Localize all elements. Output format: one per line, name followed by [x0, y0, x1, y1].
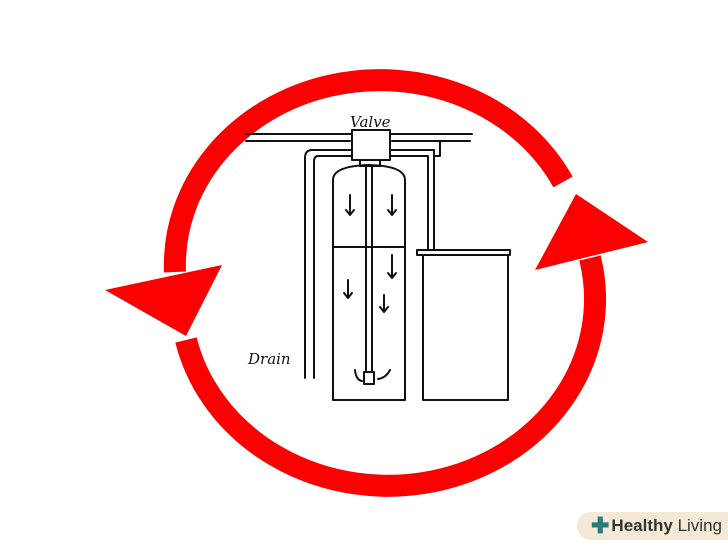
valve-label: Valve [350, 113, 391, 131]
drain-label: Drain [247, 350, 291, 368]
softener-sketch: Valve Drain [245, 113, 511, 401]
healthy-living-logo: ✚ Healthy Living [576, 512, 728, 540]
top-arc [163, 69, 573, 273]
plus-leaf-icon: ✚ [590, 513, 610, 538]
logo-bold: Healthy [611, 516, 673, 535]
bottom-arc [175, 255, 607, 497]
left-arrowhead [105, 265, 222, 336]
right-arrowhead [535, 194, 648, 270]
cycle-arrows [105, 69, 648, 497]
logo-light: Living [677, 516, 722, 535]
